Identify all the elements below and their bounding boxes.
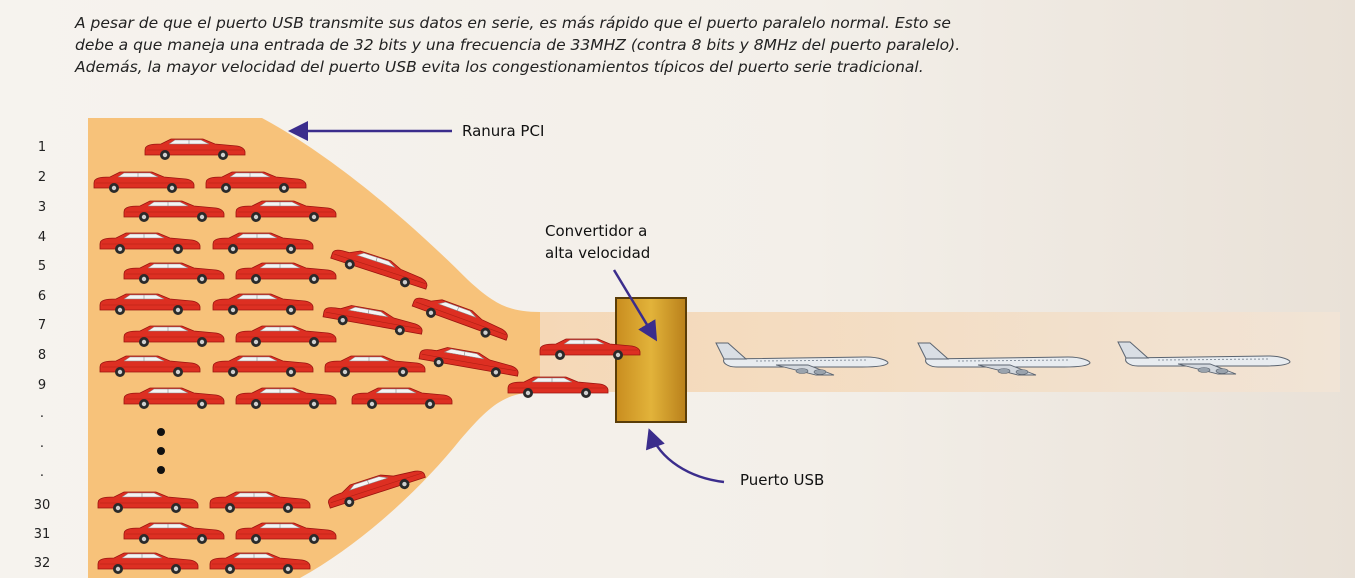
caption-text: A pesar de que el puerto USB transmite s… <box>75 12 1155 78</box>
row-label: 9 <box>37 378 47 393</box>
row-label: 7 <box>37 318 47 333</box>
converter-label-line1: Convertidor a <box>545 222 648 240</box>
usb-port-label: Puerto USB <box>740 471 825 489</box>
pci-slot-funnel <box>88 118 540 578</box>
row-label: 6 <box>37 289 47 304</box>
converter-box <box>615 297 687 423</box>
row-label: . <box>39 465 45 480</box>
row-label: 5 <box>37 259 47 274</box>
ellipsis-dot <box>157 466 165 474</box>
row-label: 31 <box>33 527 51 542</box>
usb-arrow <box>645 428 725 484</box>
caption-line: Además, la mayor velocidad del puerto US… <box>75 58 924 76</box>
row-label: 8 <box>37 348 47 363</box>
row-label: . <box>39 436 45 451</box>
row-label: 2 <box>37 170 47 185</box>
converter-label-line2: alta velocidad <box>545 244 651 262</box>
caption-line: A pesar de que el puerto USB transmite s… <box>75 14 951 32</box>
ellipsis-dot <box>157 428 165 436</box>
row-label: 1 <box>37 140 47 155</box>
row-label: 4 <box>37 230 47 245</box>
caption-line: debe a que maneja una entrada de 32 bits… <box>75 36 961 54</box>
ellipsis-dot <box>157 447 165 455</box>
row-label: . <box>39 406 45 421</box>
row-label: 32 <box>33 556 51 571</box>
row-label: 3 <box>37 200 47 215</box>
row-label: 30 <box>33 498 51 513</box>
pci-slot-label: Ranura PCI <box>462 122 545 140</box>
converter-arrow <box>612 269 658 342</box>
